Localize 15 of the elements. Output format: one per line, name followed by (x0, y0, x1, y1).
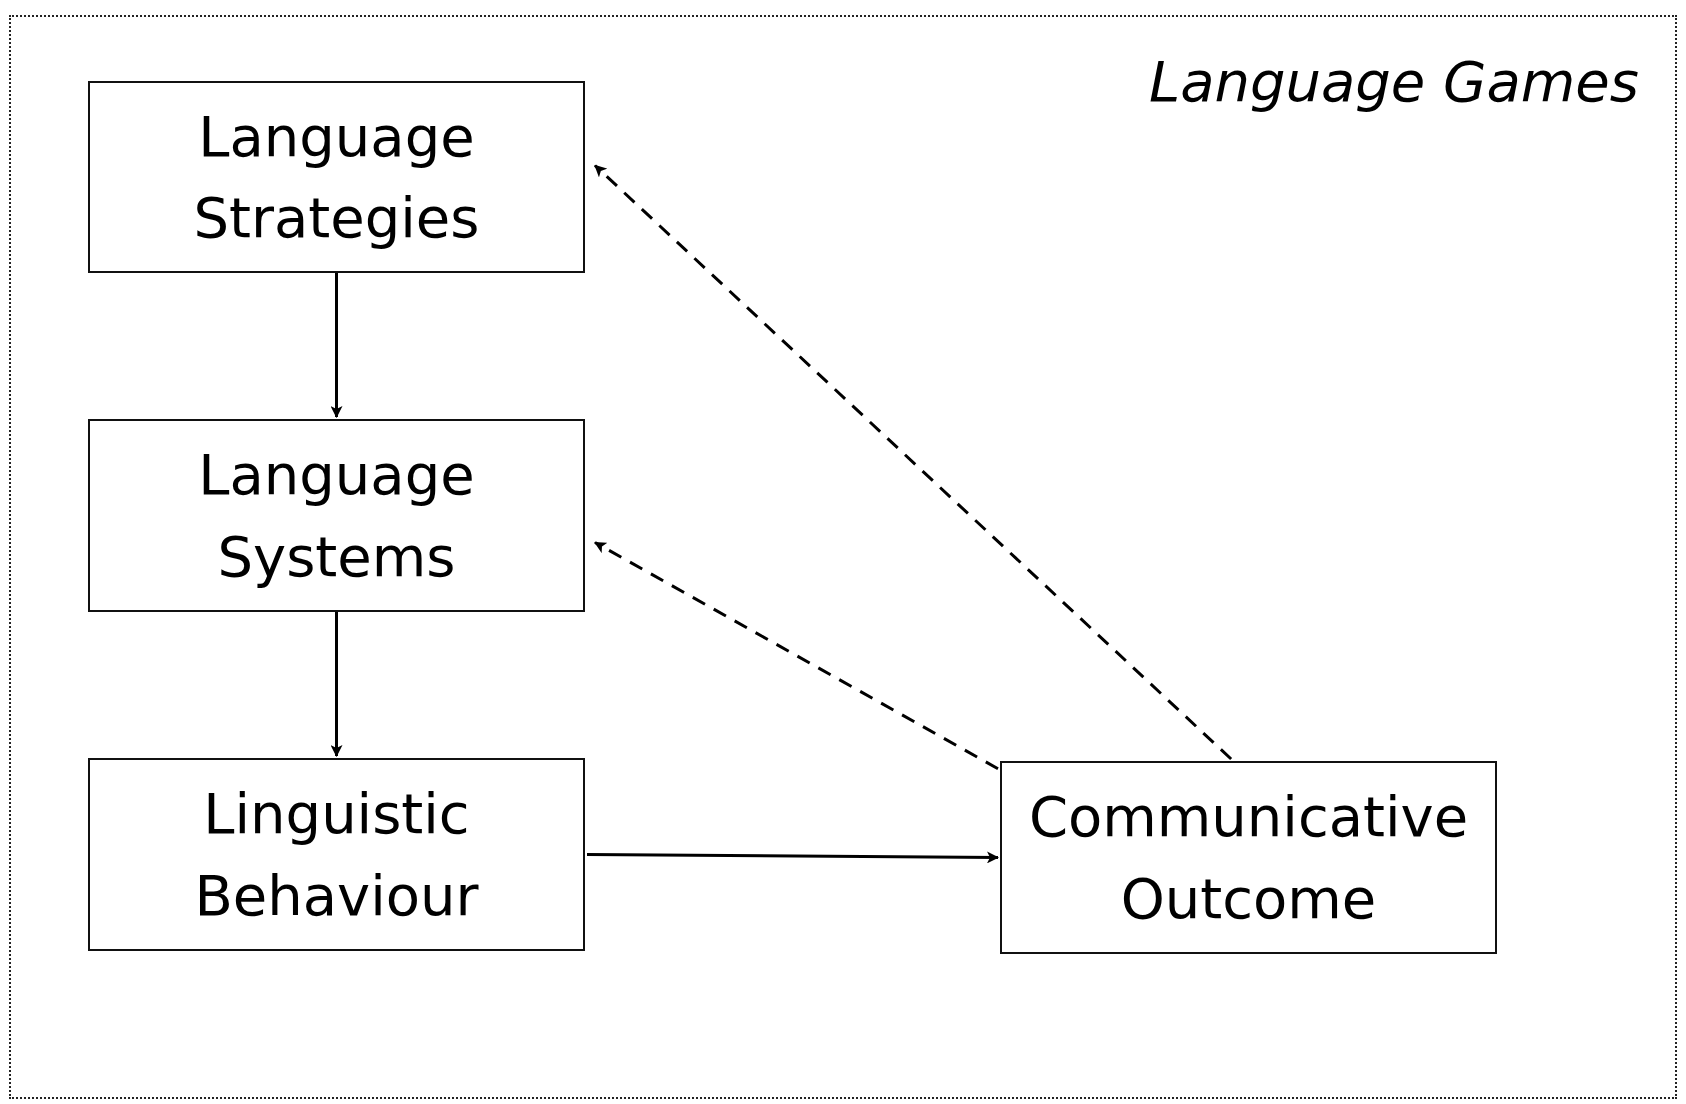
process-box (88, 419, 585, 612)
arrow (330, 612, 343, 757)
arrow (594, 541, 999, 771)
arrow (593, 164, 1233, 761)
process-box (88, 758, 585, 951)
frame-label: Language Games (1148, 49, 1639, 114)
box-label: Communicative Outcome (1027, 783, 1470, 933)
box-label: Language Systems (197, 441, 476, 591)
arrow (330, 273, 343, 418)
process-box (1000, 761, 1497, 954)
process-box (88, 81, 585, 273)
box-label: Language Strategies (192, 102, 481, 252)
dotted-frame (9, 15, 1677, 1099)
arrow (587, 851, 999, 864)
box-label: Linguistic Behaviour (193, 780, 480, 930)
